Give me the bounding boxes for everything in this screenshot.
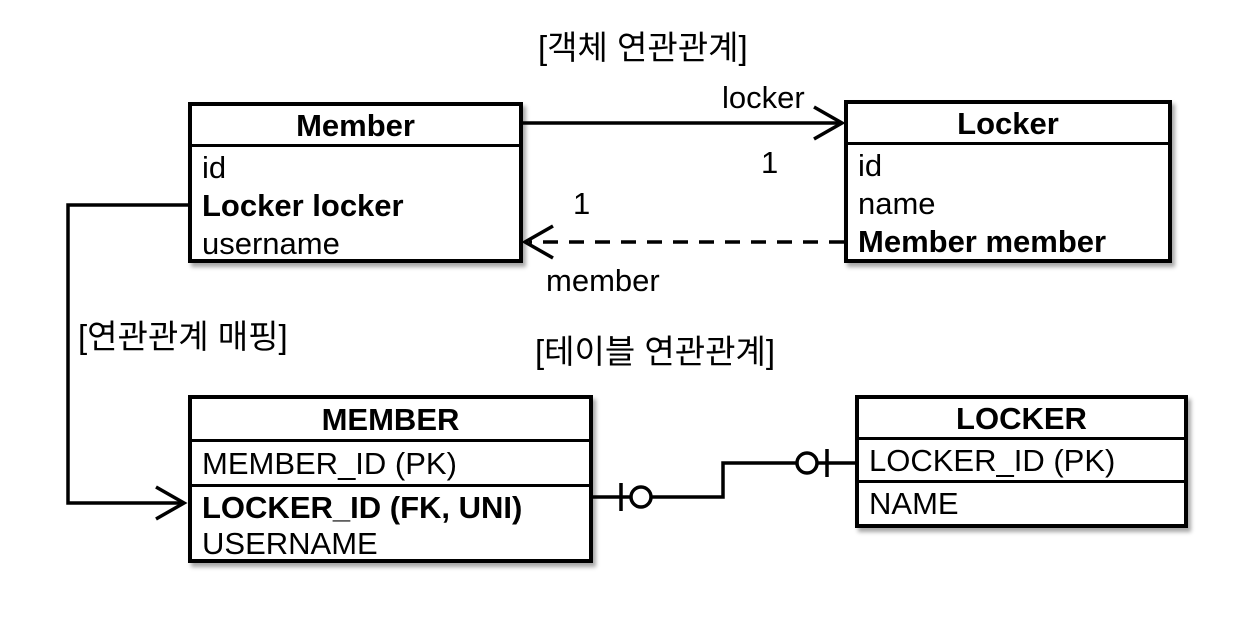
member-class-fields: id Locker locker username (192, 147, 519, 263)
locker-table-name-row: NAME (869, 486, 959, 521)
locker-table-pk-row: LOCKER_ID (PK) (859, 440, 1184, 483)
mapping-section-label: [연관관계 매핑] (78, 318, 288, 355)
table-association-section-label: [테이블 연관관계] (535, 333, 776, 370)
locker-class-box: Locker id name Member member (844, 100, 1172, 263)
member-field-locker: Locker locker (202, 188, 404, 223)
locker-field-name: name (858, 186, 936, 221)
locker-reference-label: locker (722, 80, 805, 115)
table-relation-connector (593, 449, 857, 511)
locker-field-member: Member member (858, 224, 1107, 259)
member-field-username: username (202, 226, 340, 261)
arrowhead-left-icon (521, 224, 554, 260)
member-reference-label: member (546, 263, 660, 298)
arrowhead-right-icon (813, 105, 846, 141)
locker-table-title: LOCKER (859, 399, 1184, 440)
member-table-title: MEMBER (192, 399, 589, 442)
locker-table-box: LOCKER LOCKER_ID (PK) NAME (855, 395, 1188, 528)
locker-class-fields: id name Member member (848, 145, 1168, 261)
mapping-arrow (66, 203, 190, 521)
member-table-username-row: USERNAME (202, 526, 378, 561)
arrowhead-right-icon (155, 485, 188, 521)
member-association-dashed-arrow (521, 224, 844, 260)
member-table-pk-row: MEMBER_ID (PK) (192, 442, 589, 487)
member-class-box: Member id Locker locker username (188, 102, 523, 263)
member-table-box: MEMBER MEMBER_ID (PK) LOCKER_ID (FK, UNI… (188, 395, 593, 563)
member-field-id: id (202, 150, 227, 185)
member-multiplicity-label: 1 (573, 186, 591, 221)
locker-multiplicity-label: 1 (761, 145, 779, 180)
member-class-title: Member (192, 106, 519, 147)
cardinality-zero-circle-icon (795, 451, 819, 475)
member-table-fk-row: LOCKER_ID (FK, UNI) (202, 490, 523, 525)
object-association-section-label: [객체 연관관계] (538, 29, 748, 66)
cardinality-zero-circle-icon (629, 485, 653, 509)
locker-class-title: Locker (848, 104, 1168, 145)
locker-field-id: id (858, 148, 883, 183)
